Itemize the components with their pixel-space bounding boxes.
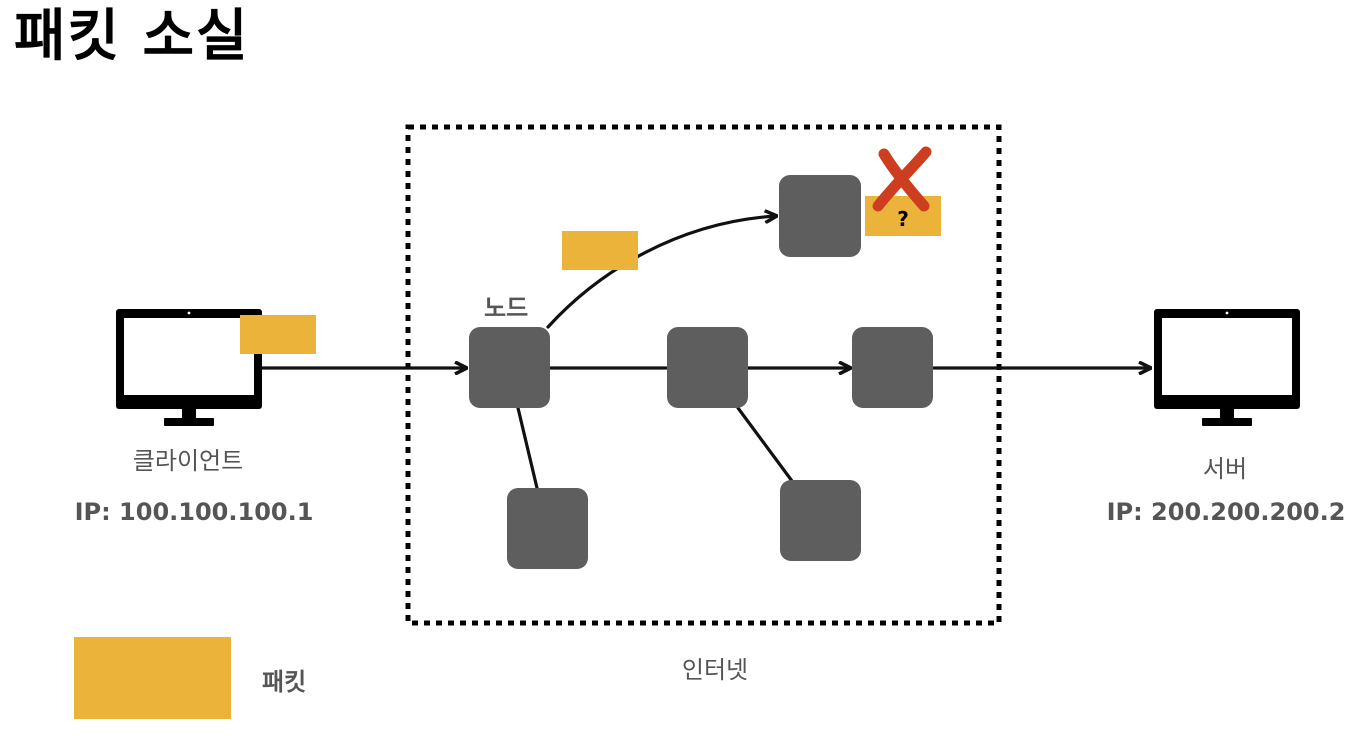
node-4 [507,488,588,569]
link-node2-node5 [736,406,794,483]
link-node1-lostnode [546,216,776,329]
link-node1-node4 [516,406,539,490]
node-3 [852,327,933,408]
client-ip-label: IP: 100.100.100.1 [74,498,314,526]
server-label: 서버 [1202,455,1248,483]
lost-packet-question-mark: ? [897,207,909,231]
client-monitor-icon [116,309,262,426]
red-x-mark-icon [872,146,932,212]
node-5 [780,480,861,561]
packet-moving [562,231,638,270]
node-group [469,175,933,569]
packet-client [240,315,316,354]
legend-packet-label: 패킷 [262,668,307,696]
client-label: 클라이언트 [132,447,244,475]
internet-label: 인터넷 [681,656,749,684]
server-monitor-icon [1154,309,1300,426]
page-title: 패킷 소실 [14,4,250,69]
node-2 [667,327,748,408]
node-1 [469,327,550,408]
internet-boundary [405,124,1002,626]
node-lost [779,175,861,257]
server-ip-label: IP: 200.200.200.2 [1106,498,1346,526]
node-label: 노드 [484,294,529,322]
legend-packet-swatch [74,637,231,719]
